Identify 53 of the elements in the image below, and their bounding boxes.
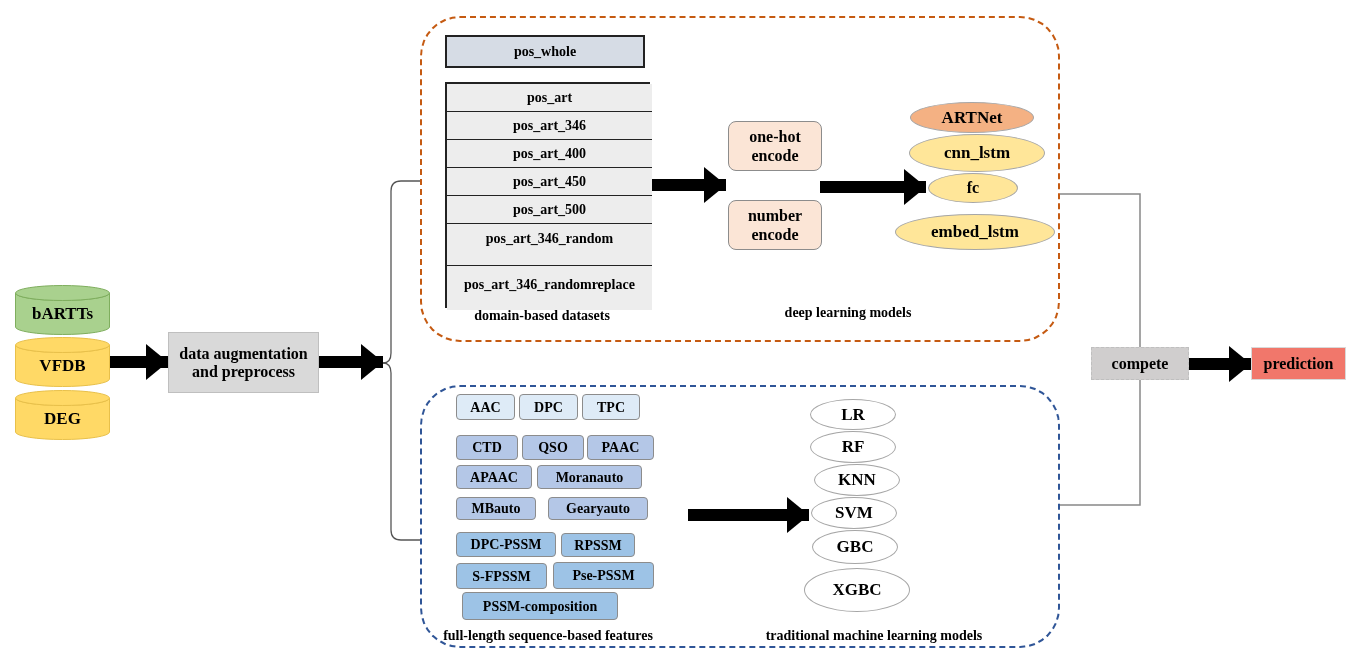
model-ellipse: ARTNet [910, 102, 1034, 133]
process-box: data augmentation and preprocess [168, 332, 319, 393]
feature-box: MBauto [456, 497, 536, 520]
dataset-row: pos_art_346 [447, 112, 652, 140]
model-ellipse: embed_lstm [895, 214, 1055, 250]
feature-box: DPC-PSSM [456, 532, 556, 557]
dataset-box: pos_whole [445, 35, 645, 68]
dataset-row: pos_art [447, 84, 652, 112]
block-arrow [688, 497, 809, 533]
block-arrow [1189, 346, 1251, 382]
block-arrow [110, 344, 168, 380]
brace [382, 362, 421, 541]
model-ellipse: cnn_lstm [909, 134, 1045, 172]
dataset-row: pos_art_346_randomreplace [447, 266, 652, 310]
model-ellipse: SVM [811, 497, 897, 529]
brace [382, 180, 421, 364]
model-ellipse: LR [810, 399, 896, 430]
encoding-box: one-hot encode [728, 121, 822, 171]
dataset-stack [445, 82, 650, 308]
encoding-box: number encode [728, 200, 822, 250]
caption: traditional machine learning models [765, 627, 983, 645]
dataset-row: pos_art_346_random [447, 224, 652, 266]
model-ellipse: RF [810, 431, 896, 463]
dataset-row: pos_art_400 [447, 140, 652, 168]
dashed-group-panel [420, 385, 1060, 648]
model-ellipse: KNN [814, 464, 900, 496]
feature-box: DPC [519, 394, 578, 420]
connector-line [1059, 379, 1141, 506]
feature-box: PSSM-composition [462, 592, 618, 620]
connector-line [1059, 193, 1141, 348]
feature-box: Pse-PSSM [553, 562, 654, 589]
output-box: prediction [1251, 347, 1346, 380]
caption: full-length sequence-based features [443, 627, 653, 645]
block-arrow [319, 344, 383, 380]
dataset-row: pos_art_450 [447, 168, 652, 196]
model-ellipse: XGBC [804, 568, 910, 612]
model-ellipse: fc [928, 173, 1018, 203]
process-box: compete [1091, 347, 1189, 380]
feature-box: Gearyauto [548, 497, 648, 520]
feature-box: CTD [456, 435, 518, 460]
feature-box: APAAC [456, 465, 532, 489]
model-ellipse: GBC [812, 530, 898, 564]
feature-box: S-FPSSM [456, 563, 547, 589]
caption: domain-based datasets [474, 307, 610, 325]
feature-box: Moranauto [537, 465, 642, 489]
feature-box: TPC [582, 394, 640, 420]
caption: deep learning models [784, 304, 912, 322]
dataset-row: pos_art_500 [447, 196, 652, 224]
feature-box: QSO [522, 435, 584, 460]
feature-box: RPSSM [561, 533, 635, 557]
feature-box: AAC [456, 394, 515, 420]
feature-box: PAAC [587, 435, 654, 460]
dashed-group-panel [420, 16, 1060, 342]
